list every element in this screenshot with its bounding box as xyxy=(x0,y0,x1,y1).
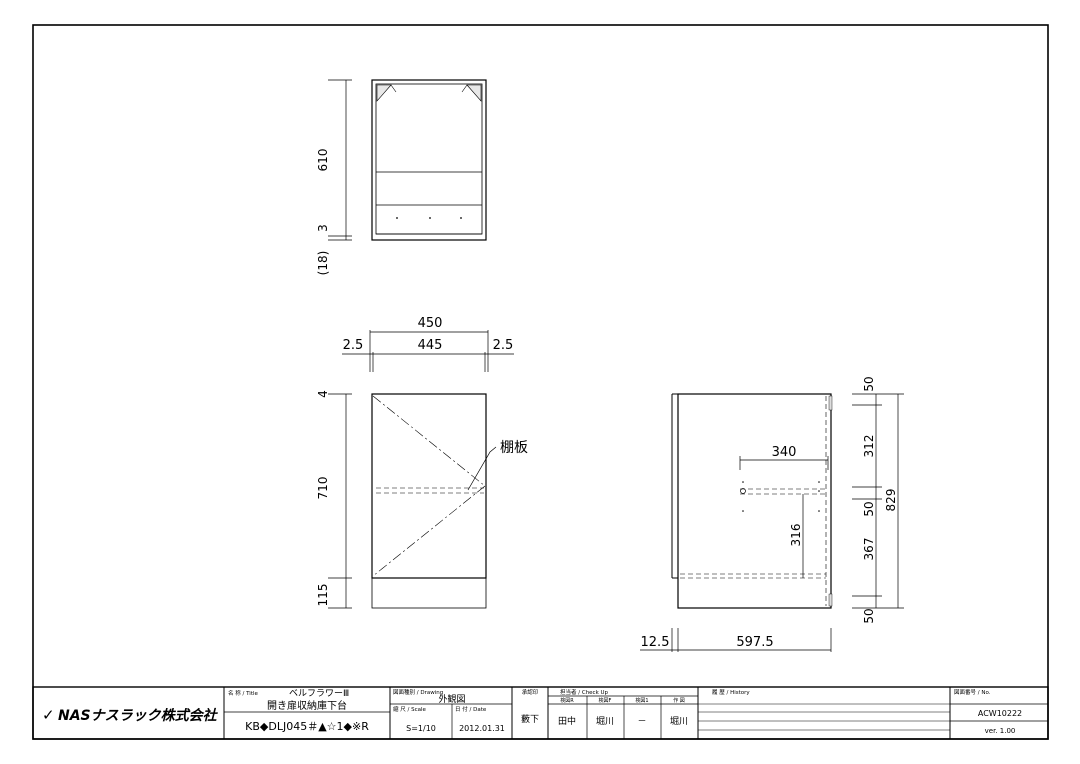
side-view-height-dimensions xyxy=(852,393,904,609)
top-view-outline xyxy=(371,79,487,241)
date-value: 2012.01.31 xyxy=(459,724,505,733)
dim-overall-height: 829 xyxy=(884,489,898,512)
dim-top-floor: (18) xyxy=(316,251,330,276)
dim-side-lower: 367 xyxy=(862,538,876,561)
top-view-inner xyxy=(375,83,483,235)
approval-label: 承認印 xyxy=(522,688,539,696)
dim-side-depth: 597.5 xyxy=(736,635,773,650)
version: ver. 1.00 xyxy=(985,727,1016,735)
front-door-outline xyxy=(371,393,487,579)
title-series: ベルフラワーⅢ xyxy=(289,688,349,699)
front-view-height-dimensions xyxy=(328,393,352,609)
side-view-internal-dimensions xyxy=(739,456,829,578)
dim-side-left: 2.5 xyxy=(343,338,364,353)
dim-top-gap: 3 xyxy=(316,224,330,232)
side-view-depth-dimensions xyxy=(640,628,832,652)
dim-front-top: 4 xyxy=(316,390,330,398)
company-logo-mark: ✓ xyxy=(42,706,55,724)
dim-shelf-depth: 340 xyxy=(772,445,797,460)
dim-side-right: 2.5 xyxy=(493,338,514,353)
dim-top-depth: 610 xyxy=(316,149,330,172)
corner-brace-right xyxy=(466,84,482,102)
check-header: 検図R xyxy=(560,697,574,704)
dim-overall-width: 450 xyxy=(418,316,443,331)
company-logo: ✓ NASナスラック株式会社 xyxy=(42,706,219,724)
title-block xyxy=(32,686,1049,740)
check-value: 堀川 xyxy=(670,716,688,727)
sheet-border xyxy=(32,24,1049,740)
shelf-leader xyxy=(467,446,497,491)
check-header: 検図1 xyxy=(635,697,648,704)
title-name: 開き扉収納庫下台 xyxy=(267,699,347,712)
dim-shelf-height: 316 xyxy=(789,524,803,547)
part-number: KB◆DLJ045＃▲☆1◆※R xyxy=(245,720,369,733)
dim-side-upper: 312 xyxy=(862,435,876,458)
check-headers: 検図R 検図F 検図1 作 図 xyxy=(560,697,685,704)
dim-side-bottom: 50 xyxy=(862,608,876,623)
check-values: 田中 堀川 － 堀川 xyxy=(558,715,688,727)
scale-value: S=1/10 xyxy=(406,724,436,733)
dim-side-shelf: 50 xyxy=(862,501,876,516)
history-label: 履 歴 / History xyxy=(712,689,750,696)
drawing-no: ACW10222 xyxy=(978,709,1022,718)
door-swing-upper xyxy=(372,395,486,487)
dim-plinth: 115 xyxy=(316,584,330,607)
dim-side-top: 50 xyxy=(862,376,876,391)
top-view xyxy=(371,79,487,241)
shelf-label: 棚板 xyxy=(500,440,528,456)
side-body-outline xyxy=(677,393,832,609)
front-plinth xyxy=(371,577,487,609)
door-swing-lower xyxy=(372,485,486,577)
corner-brace-left xyxy=(376,84,392,102)
check-value: － xyxy=(637,717,646,727)
drawing-no-label: 図面番号 / No. xyxy=(954,689,991,696)
check-value: 田中 xyxy=(558,715,576,727)
approver: 藪下 xyxy=(521,713,539,725)
check-label: 担当者 / Check Up xyxy=(560,688,609,696)
check-value: 堀川 xyxy=(596,716,614,727)
title-label: 名 称 / Title xyxy=(228,689,259,697)
dim-door-height: 710 xyxy=(316,477,330,500)
front-view-width-dimensions xyxy=(342,330,514,372)
check-header: 検図F xyxy=(599,697,612,704)
company-name: NASナスラック株式会社 xyxy=(58,707,219,724)
side-view xyxy=(671,393,833,609)
dim-inner-width: 445 xyxy=(418,338,443,353)
drawing-type: 外観図 xyxy=(438,693,465,705)
top-view-dimensions xyxy=(328,79,352,241)
scale-label: 縮 尺 / Scale xyxy=(393,705,427,713)
drawing-type-label: 図面種別 / Drawing xyxy=(393,688,443,696)
date-label: 日 付 / Date xyxy=(455,705,487,713)
dim-front-offset: 12.5 xyxy=(641,635,670,650)
check-header: 作 図 xyxy=(673,697,685,704)
front-view xyxy=(371,393,497,609)
